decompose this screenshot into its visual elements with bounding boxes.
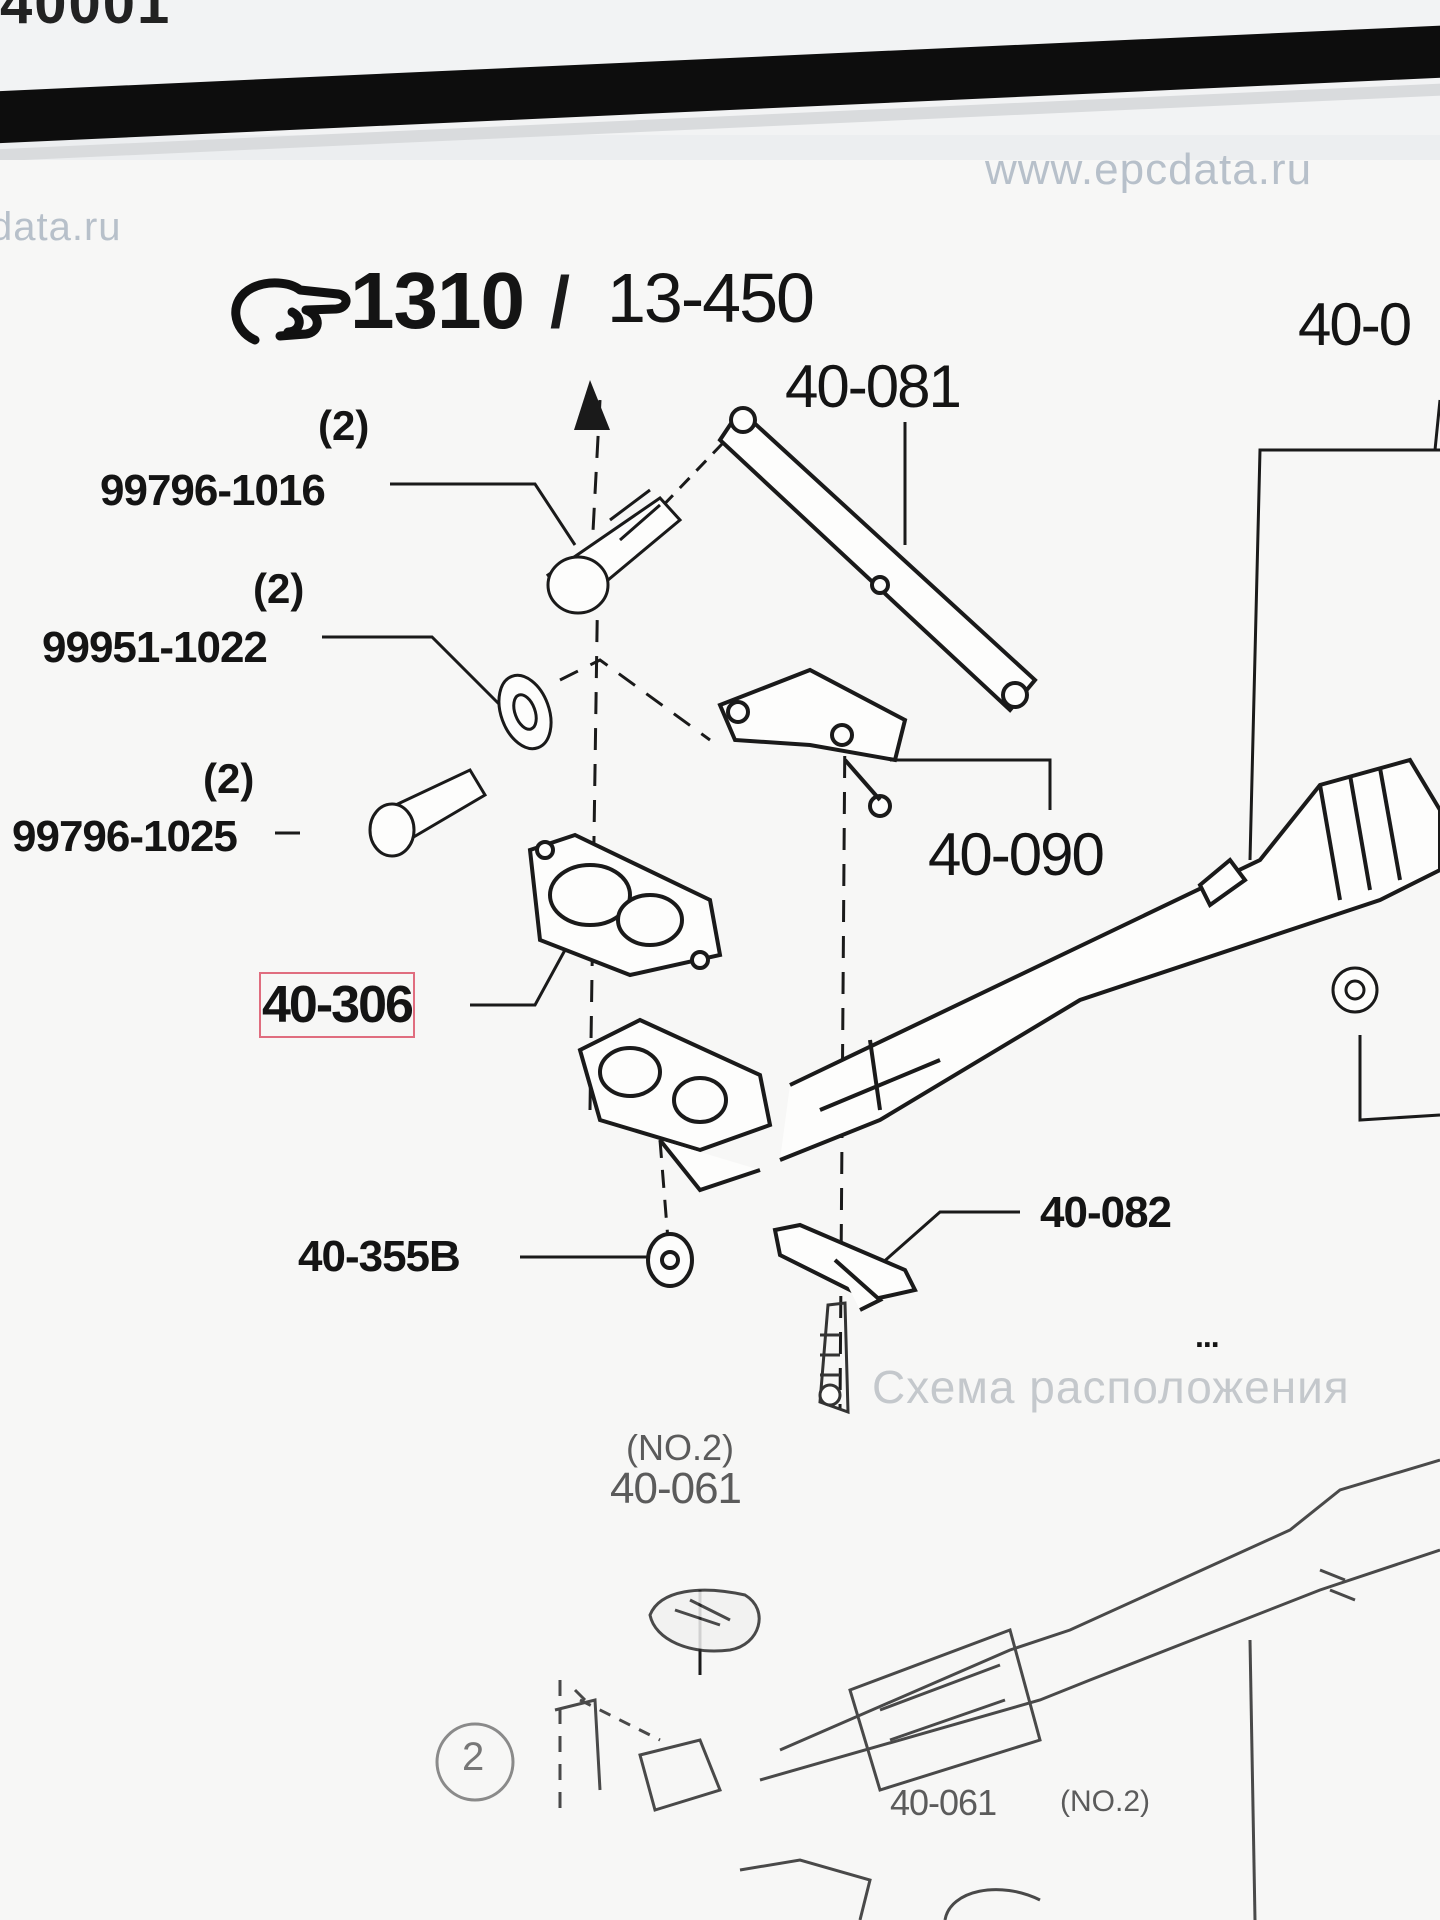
qty-label-1025: (2) <box>203 755 255 802</box>
qty-label-1016: (2) <box>318 402 370 449</box>
part-label-99796-1025[interactable]: 99796-1025 <box>12 812 238 861</box>
part-label-40-061-no2[interactable]: 40-061 <box>890 1782 997 1823</box>
part-label-99796-1016[interactable]: 99796-1016 <box>100 466 326 515</box>
dots-marker: ... <box>1195 1318 1220 1354</box>
page-title-main: 1310 <box>350 256 525 345</box>
pointing-hand-icon <box>231 278 351 345</box>
circle-number-2: 2 <box>462 1735 485 1779</box>
part-label-40-090[interactable]: 40-090 <box>928 821 1105 888</box>
page-title-sub[interactable]: 13-450 <box>607 259 815 337</box>
watermark-right: www.epcdata.ru <box>985 145 1313 194</box>
washer <box>497 673 553 751</box>
no2-label-bottom: (NO.2) <box>1060 1785 1150 1818</box>
layout-diagram-link[interactable]: Схема расположения <box>872 1361 1350 1413</box>
part-label-40-306[interactable]: 40-306 <box>259 972 415 1038</box>
qty-label-1022: (2) <box>253 565 305 612</box>
title-separator: / <box>550 263 571 343</box>
part-label-40-355b[interactable]: 40-355B <box>298 1232 461 1281</box>
part-label-40-0[interactable]: 40-0 <box>1298 291 1412 358</box>
part-label-40-081[interactable]: 40-081 <box>785 353 962 420</box>
part-label-99951-1022[interactable]: 99951-1022 <box>42 623 268 672</box>
page-header-text: 40001 <box>0 0 172 36</box>
part-label-40-061[interactable]: 40-061 <box>610 1464 742 1513</box>
watermark-left: data.ru <box>0 205 122 249</box>
no2-label-top: (NO.2) <box>626 1427 734 1468</box>
part-label-40-082[interactable]: 40-082 <box>1040 1188 1172 1237</box>
